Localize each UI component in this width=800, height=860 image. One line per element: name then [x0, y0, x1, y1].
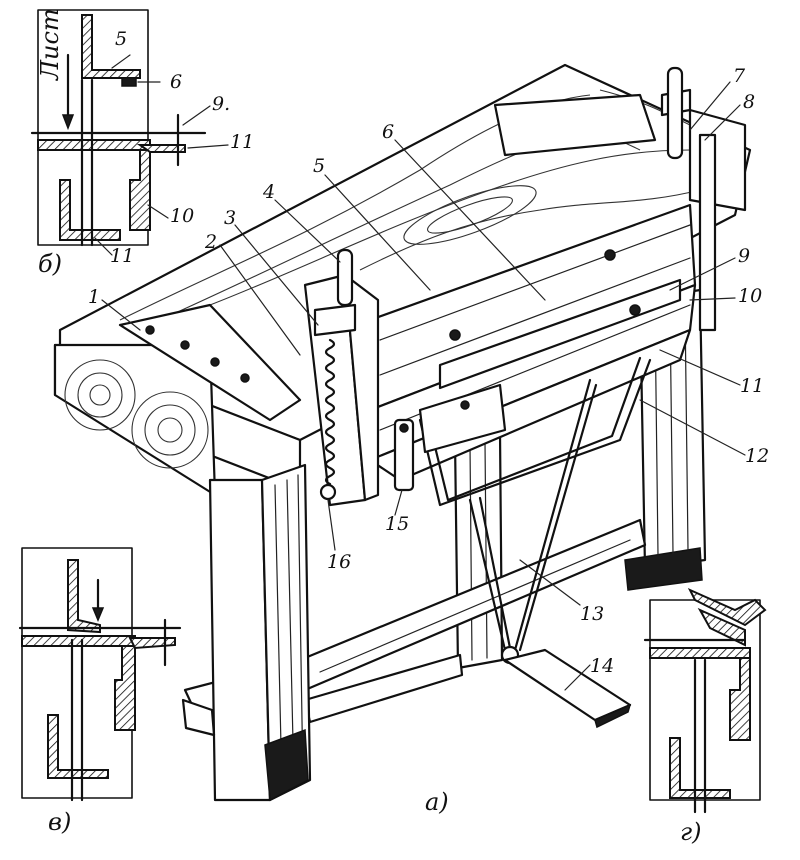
callout-5: 5: [313, 155, 325, 177]
front-beam: [53, 343, 302, 497]
detail-b-callout-9: 9.: [212, 93, 230, 115]
subfigure-a-label: а): [425, 788, 449, 816]
subfigure-v-label: в): [48, 808, 71, 836]
subfigure-b-label: б): [38, 250, 62, 278]
callout-9: 9: [738, 245, 750, 267]
return-spring: [319, 338, 337, 501]
callout-4: 4: [262, 181, 275, 203]
callout-16: 16: [327, 551, 351, 573]
callout-3: 3: [224, 207, 236, 229]
sheet-label: Лист: [36, 8, 64, 81]
hinge-pin: [393, 418, 415, 492]
subfigure-g-label: г): [680, 818, 702, 846]
leader-lines: [101, 81, 746, 691]
detail-b-callout-11-bottom: 11: [110, 245, 134, 267]
detail-b-callout-6: 6: [170, 71, 182, 93]
callout-12: 12: [745, 445, 769, 467]
detail-b-callout-11-top: 11: [230, 131, 254, 153]
callout-8: 8: [743, 91, 755, 113]
detail-b-callout-10: 10: [170, 205, 194, 227]
callout-2: 2: [204, 231, 217, 253]
middle-leg: [453, 430, 504, 670]
foot-pedal: [503, 648, 632, 729]
callout-7: 7: [733, 65, 746, 87]
right-post: [660, 66, 747, 332]
front-left-leg: [181, 463, 312, 802]
main-assembly-view: [53, 63, 752, 802]
callout-6: 6: [382, 121, 394, 143]
callout-10: 10: [738, 285, 762, 307]
detail-b-section: Лист 5 6 9. 11 10 11 б): [30, 8, 254, 278]
detail-b-callout-5: 5: [115, 28, 127, 50]
detail-v-section: в): [18, 547, 182, 836]
callout-1: 1: [88, 286, 100, 308]
callout-11: 11: [740, 375, 764, 397]
detail-g-section: г): [643, 587, 767, 846]
main-callouts: 1 2 3 4 5 6 7 8 9 10 11 12 13 14 15 16: [88, 65, 769, 677]
lever-frame: [418, 356, 652, 507]
callout-13: 13: [580, 603, 604, 625]
callout-15: 15: [385, 513, 409, 535]
left-post: [303, 248, 380, 507]
callout-14: 14: [590, 655, 614, 677]
clamp-plate: [118, 303, 302, 422]
